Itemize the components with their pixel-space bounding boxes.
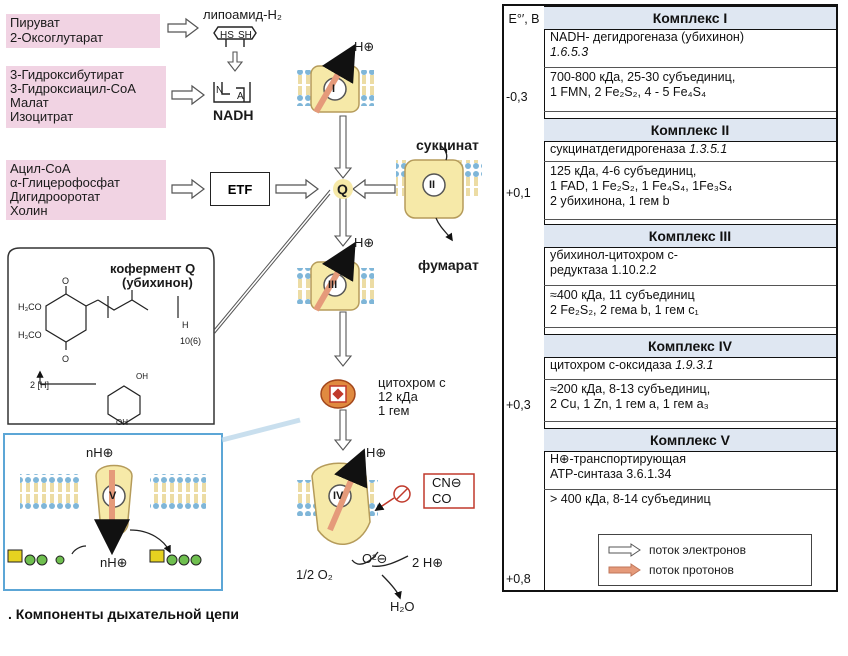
chem-o-top: O [62, 276, 70, 286]
cytochrome-c-mass: 12 кДа [378, 389, 418, 404]
cytochrome-c-shape [320, 379, 356, 409]
half-o2-label: 1/2 O₂ [296, 567, 333, 582]
substrate-malate: Малат [10, 95, 49, 110]
complex-4-label: IV [333, 490, 344, 502]
chem-repeat: 10(6) [180, 336, 202, 346]
cytochrome-c-name: цитохром с [378, 375, 446, 390]
lipoamide-down-arrow [226, 51, 244, 72]
substrate-dihydroorotate: Дигидрооротат [10, 189, 101, 204]
cytochrome-c-heme: 1 гем [378, 403, 410, 418]
respiratory-chain-diagram [3, 17, 482, 600]
inhibitor-symbol [374, 473, 475, 511]
complexes-table: E°′, В -0,3 +0,1 +0,3 +0,8 Комплекс I NA… [502, 4, 838, 592]
complex-2-shape [404, 144, 464, 242]
substrate-box-3 [6, 160, 166, 220]
complex-5-header: Комплекс V [544, 428, 836, 452]
complex-1-shape [310, 43, 360, 114]
complex-2-row-1: сукцинатдегидрогеназа 1.3.5.1 [544, 140, 836, 162]
coenzyme-title-1: кофермент Q [110, 261, 196, 276]
water-label: H₂O [390, 599, 415, 614]
two-h-plus-label: 2 H⊕ [412, 555, 444, 570]
lipoamide-structure [213, 26, 257, 47]
complex-4-row-1: цитохром с-оксидаза 1.9.3.1 [544, 356, 836, 380]
inhibitor-co: CO [432, 491, 452, 506]
n-h-plus-top: nH⊕ [86, 445, 114, 460]
ubiquinone-structure [36, 286, 179, 425]
complex-3-row-1: убихинол-цитохром с-редуктаза 1.10.2.2 [544, 246, 836, 286]
complex-5-label: V [109, 490, 117, 502]
chem-two-h: 2 [H] [30, 380, 50, 390]
complex-3-header: Комплекс III [544, 224, 836, 248]
e-value-4: +0,8 [506, 572, 531, 586]
e-value-3: +0,3 [506, 398, 531, 412]
substrate-glycerophosphate: α-Глицерофосфат [10, 175, 121, 190]
substrate-piruvat: Пируват [10, 15, 60, 30]
substrate-hydroxyacyl-coa: 3-Гидроксиацил-CoA [10, 81, 136, 96]
complex-4-row-2: ≈200 кДа, 8-13 субъединиц,2 Cu, 1 Zn, 1 … [544, 380, 836, 422]
substrate-oxoglutarate: 2-Оксоглутарат [10, 30, 104, 45]
complex-4-header: Комплекс IV [544, 334, 836, 358]
h-plus-3: H⊕ [354, 235, 375, 250]
etf-box: ETF [210, 172, 270, 206]
substrate-hydroxybutyrate: 3-Гидроксибутират [10, 67, 124, 82]
nadh-structure [213, 82, 251, 103]
q-label: Q [337, 181, 348, 197]
h-plus-4: H⊕ [366, 445, 387, 460]
complex-5-row-2: > 400 кДа, 8-14 субъединиц [550, 492, 711, 506]
legend: поток электронов поток протонов [598, 534, 812, 586]
fumarate-label: фумарат [418, 257, 479, 273]
complex-1-header: Комплекс I [544, 6, 836, 30]
legend-swatches [608, 543, 641, 577]
nadh-label: NADH [213, 107, 254, 123]
e-header: E°′, В [508, 12, 540, 26]
figure-caption: . Компоненты дыхательной цепи [8, 606, 239, 622]
complex-2-row-2: 125 кДа, 4-6 субъединиц,1 FAD, 1 Fe₂S₂, … [544, 162, 836, 220]
n-h-plus-bottom: nH⊕ [100, 555, 128, 570]
complex-3-label: III [328, 279, 338, 291]
substrate-isocitrate: Изоцитрат [10, 109, 74, 124]
lipoamide-hs: HS [220, 30, 234, 41]
complex-5-panel [3, 433, 223, 591]
o2-minus-label: O²⊖ [362, 551, 388, 566]
chem-h-end: H [182, 320, 189, 330]
complex-3-shape [310, 241, 360, 312]
chem-h3co-top: H₃CO [18, 302, 42, 312]
complex-4-shape [311, 448, 409, 600]
legend-electron-flow: поток электронов [649, 543, 746, 557]
complex-2-label: II [429, 179, 436, 191]
inhibitor-cn: CN⊖ [432, 475, 462, 490]
chem-h3co-bottom: H₃CO [18, 330, 42, 340]
substrate-choline: Холин [10, 203, 48, 218]
complex-2-header: Комплекс II [544, 118, 836, 142]
chem-oh-top: OH [136, 372, 148, 381]
complex-1-label: I [332, 83, 336, 95]
coenzyme-q-frame [7, 247, 215, 425]
e-column: E°′, В -0,3 +0,1 +0,3 +0,8 [504, 6, 545, 590]
substrate-arrows [167, 17, 396, 200]
nadh-box-n: N [216, 85, 224, 96]
coenzyme-title-2: (убихинон) [122, 275, 193, 290]
nadh-box-a: A [237, 91, 244, 102]
q-circle [333, 179, 353, 199]
complex-5-shape [7, 464, 202, 566]
chem-oh-bottom: OH [116, 418, 128, 427]
e-value-2: +0,1 [506, 186, 531, 200]
chem-o-bottom: O [62, 354, 70, 364]
substrate-acyl-coa: Ацил-CoA [10, 161, 71, 176]
lipoamide-label: липоамид-H₂ [203, 7, 282, 22]
complex-1-row-2: 700-800 кДа, 25-30 субъединиц,1 FMN, 2 F… [544, 68, 836, 112]
substrate-box-2 [6, 66, 166, 128]
succinate-label: сукцинат [416, 137, 479, 153]
h-plus-1: H⊕ [354, 39, 375, 54]
complex-1-row-1: NADH- дегидрогеназа (убихинон)1.6.5.3 [544, 28, 836, 68]
e-value-1: -0,3 [506, 90, 528, 104]
substrate-box-1 [6, 14, 160, 48]
legend-proton-flow: поток протонов [649, 563, 734, 577]
lipoamide-sh: SH [238, 30, 252, 41]
